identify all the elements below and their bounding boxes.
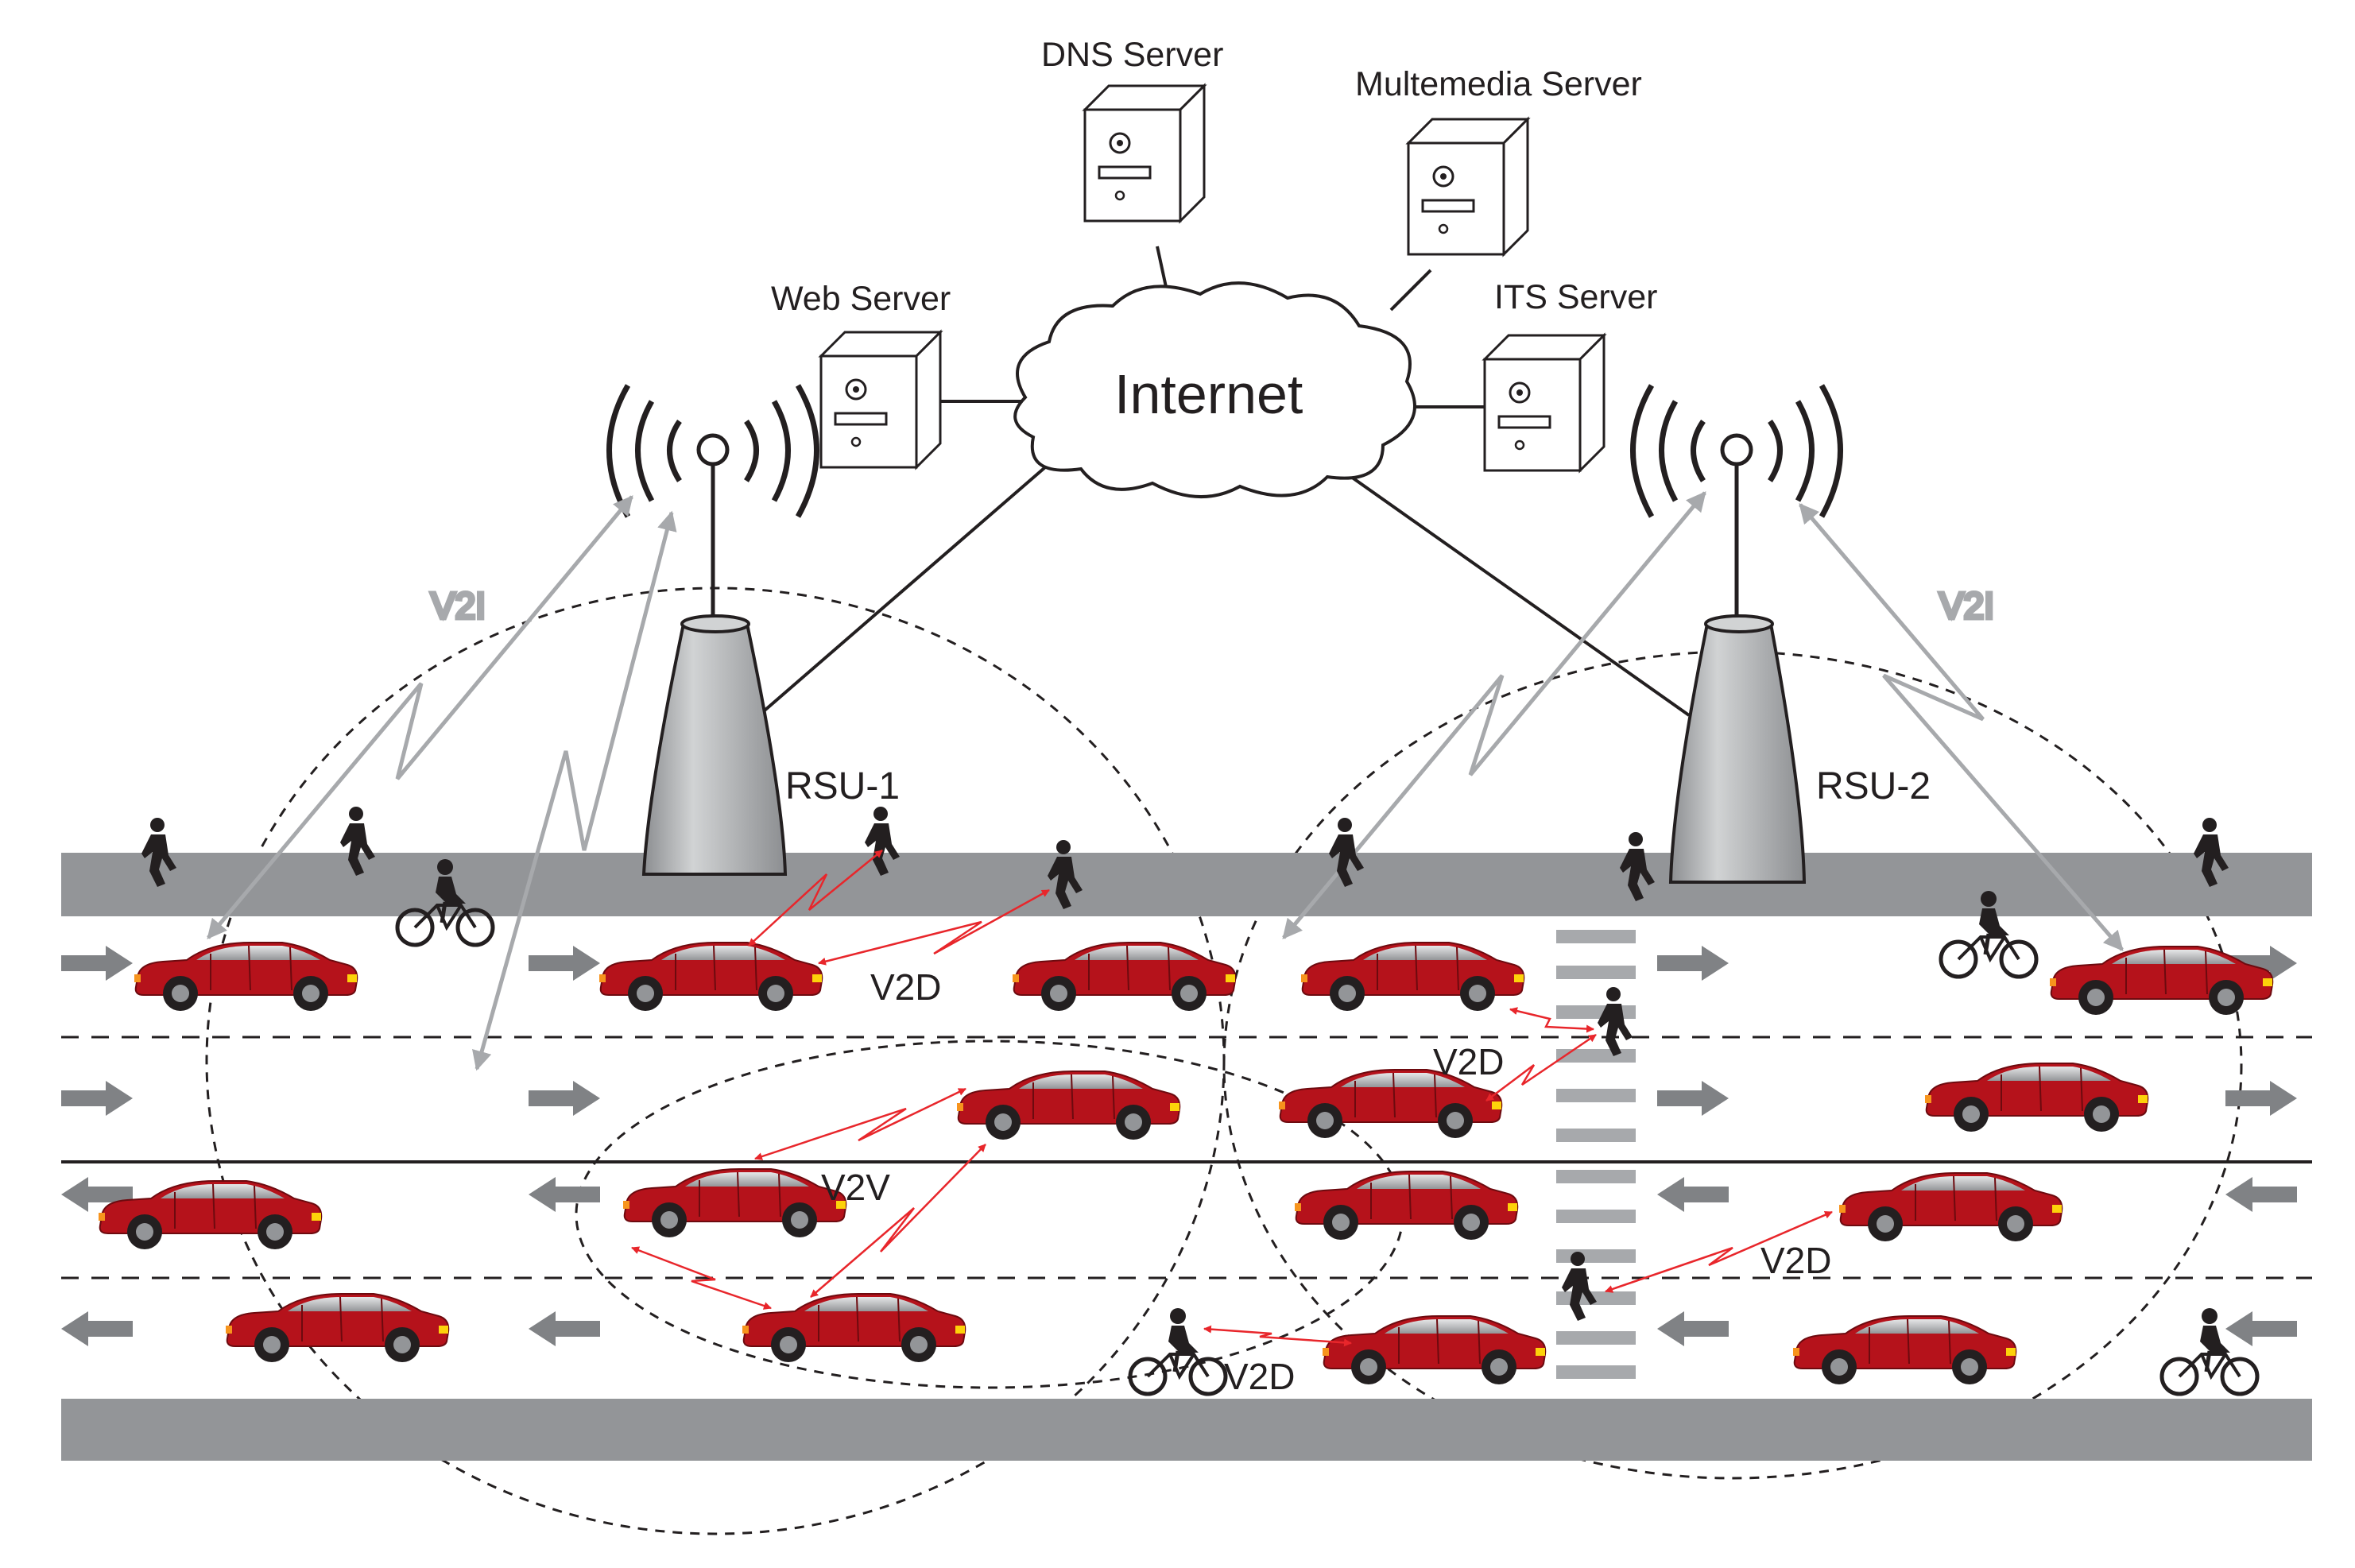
v2i-left-label: V2I [431, 585, 486, 626]
car [1838, 1172, 2063, 1242]
dns-server-label: DNS Server [1041, 36, 1223, 74]
car [956, 1070, 1181, 1140]
multimedia-server: Multemedia Server [1355, 65, 1642, 256]
car [1322, 1315, 1547, 1385]
web-server-label: Web Server [771, 280, 951, 318]
car [1294, 1171, 1519, 1241]
upper-sidewalk [61, 853, 2312, 916]
car [225, 1293, 450, 1363]
car [598, 942, 823, 1012]
v2i-right-label: V2I [1939, 585, 1994, 626]
v2i-links: V2I V2I [207, 491, 2124, 1071]
rsu1-label: RSU-1 [785, 765, 900, 807]
car [742, 1293, 966, 1363]
v2d-v2v-links [631, 850, 1833, 1347]
car [622, 1168, 847, 1238]
rsu2-coverage [1222, 650, 2243, 1480]
crosswalk [1556, 930, 1636, 1379]
internet-label: Internet [1114, 363, 1303, 425]
rsu2-label: RSU-2 [1816, 765, 1931, 807]
rsu-1: RSU-1 [606, 384, 900, 876]
multimedia-server-label: Multemedia Server [1355, 65, 1642, 103]
rsu2-antenna-icon [1630, 384, 1843, 620]
car [1924, 1063, 2149, 1132]
v2d-top-label: V2D [870, 966, 941, 1008]
cyclist-icon [1130, 1308, 1226, 1394]
car [1792, 1315, 2017, 1385]
car [1300, 942, 1525, 1012]
v2v-label: V2V [821, 1167, 890, 1208]
car [1012, 942, 1237, 1012]
v2d-right-label: V2D [1760, 1240, 1831, 1281]
car [134, 942, 358, 1012]
its-server: ITS Server [1483, 278, 1658, 472]
v2d-bottom-label: V2D [1224, 1356, 1295, 1397]
web-server: Web Server [771, 280, 951, 469]
pedestrian-icon [1598, 987, 1633, 1056]
rsu-2: RSU-2 [1630, 384, 1931, 884]
rsu1-antenna-icon [606, 384, 819, 620]
dns-server: DNS Server [1041, 36, 1223, 223]
lower-sidewalk [61, 1399, 2312, 1461]
internet-cloud: Internet [1013, 281, 1416, 499]
v2d-mid-label: V2D [1433, 1041, 1504, 1082]
link-labels: V2D V2V V2D V2D V2D [821, 966, 1831, 1397]
its-server-label: ITS Server [1494, 278, 1658, 316]
